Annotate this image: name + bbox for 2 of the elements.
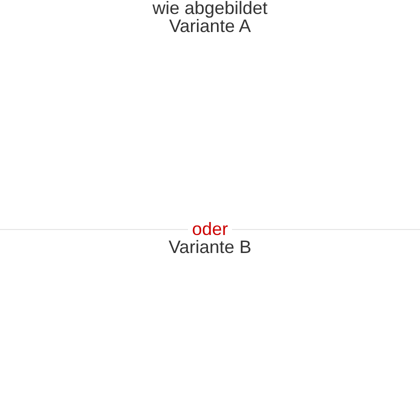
caption-text: Variante B	[168, 237, 252, 257]
caption-text: wie abgebildet	[151, 0, 269, 18]
